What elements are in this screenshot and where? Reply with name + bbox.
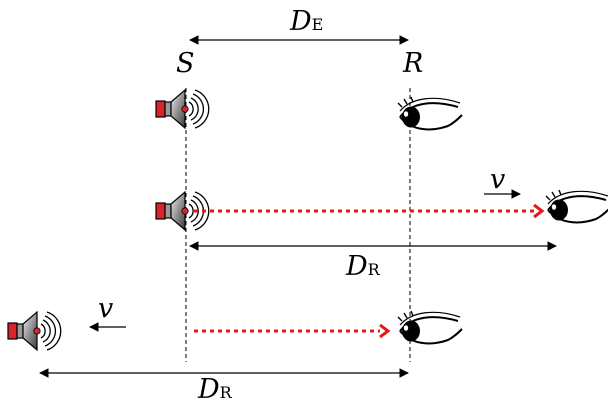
distance-received-bottom-label: DR xyxy=(197,374,233,405)
speaker-icon xyxy=(155,191,210,231)
eye-icon xyxy=(397,96,463,131)
receiver-label: R xyxy=(402,48,423,79)
source-label: S xyxy=(176,48,195,79)
eye-icon xyxy=(545,189,608,224)
eye-icon xyxy=(397,310,463,345)
distance-emitted-label: DE xyxy=(289,6,323,37)
velocity-label-bottom: v xyxy=(98,293,113,324)
speaker-icon xyxy=(7,311,62,351)
signal-arrowhead-bottom xyxy=(379,323,391,339)
signal-arrowhead-middle xyxy=(533,203,545,219)
distance-received-middle-label: DR xyxy=(345,251,381,282)
velocity-label-top: v xyxy=(490,164,505,195)
speaker-icon xyxy=(155,89,210,129)
